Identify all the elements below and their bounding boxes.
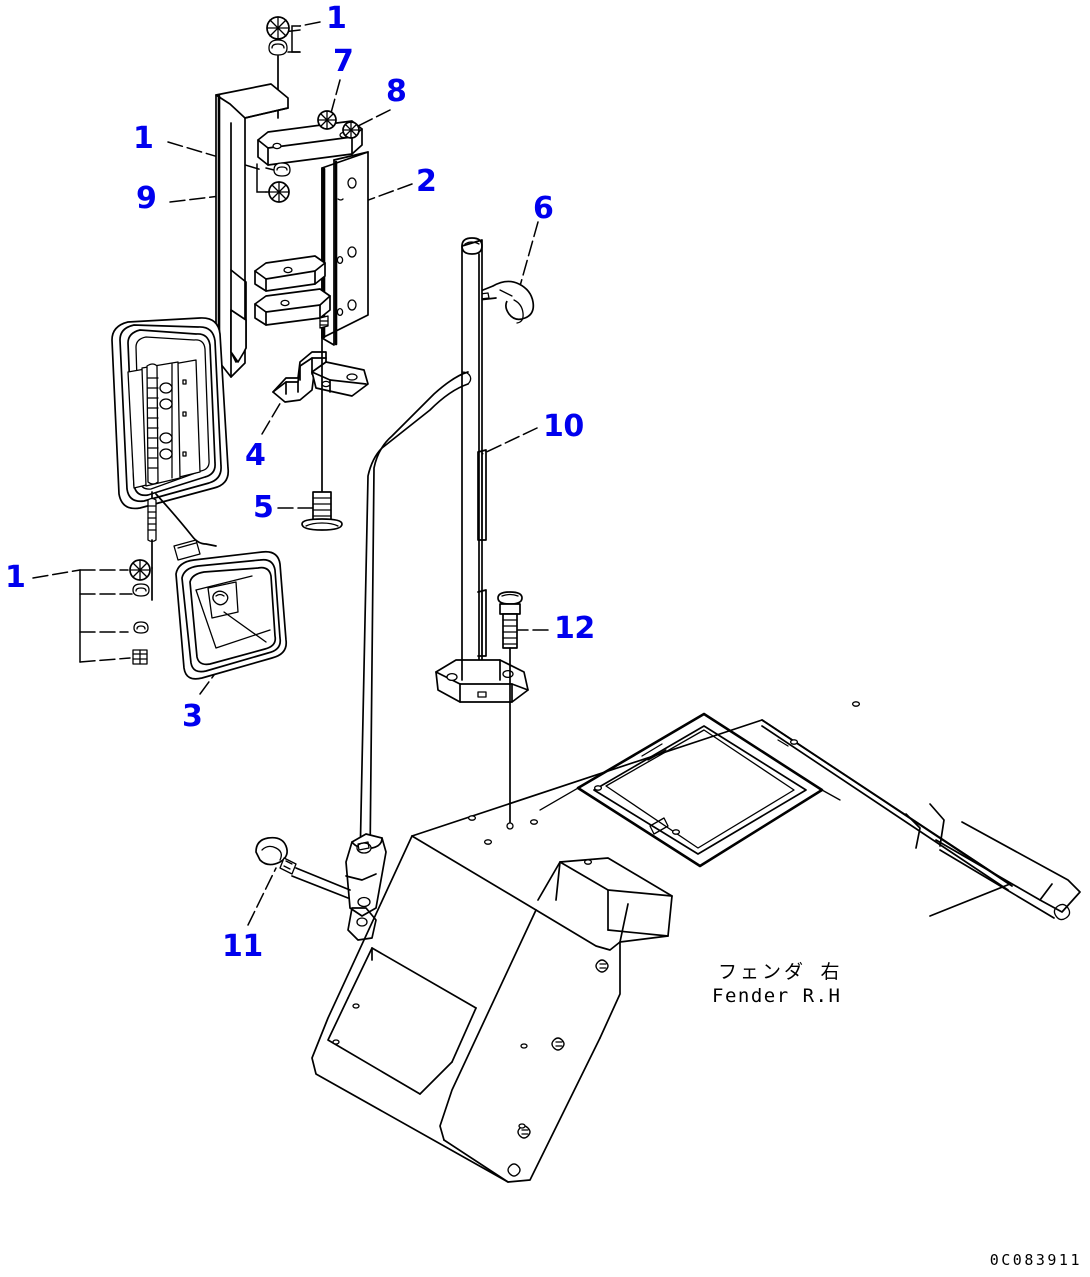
part-mirror-head xyxy=(111,317,230,569)
callout-1-top[interactable]: 1 xyxy=(326,1,347,36)
callout-7[interactable]: 7 xyxy=(333,44,354,79)
caption-english: Fender R.H xyxy=(712,985,842,1007)
callout-3[interactable]: 3 xyxy=(182,699,203,734)
part-nut-7 xyxy=(317,110,337,130)
callout-1-lower-left[interactable]: 1 xyxy=(5,560,26,595)
part-washer-nut-mid xyxy=(268,162,291,203)
part-mounting-plate xyxy=(215,83,369,378)
part-flange-plate-5 xyxy=(311,329,369,495)
callout-2[interactable]: 2 xyxy=(416,164,437,199)
part-nut-8 xyxy=(342,121,360,139)
callout-4[interactable]: 4 xyxy=(245,438,266,473)
fender-body xyxy=(311,701,1081,1183)
callout-6[interactable]: 6 xyxy=(533,191,554,226)
part-post-10 xyxy=(435,237,529,703)
caption-japanese: フェンダ 右 xyxy=(718,961,843,983)
callout-11[interactable]: 11 xyxy=(222,929,263,964)
callout-10[interactable]: 10 xyxy=(543,409,584,444)
part-bolt-12 xyxy=(497,591,523,830)
part-mirror-lower xyxy=(175,550,288,680)
callout-12[interactable]: 12 xyxy=(554,611,595,646)
callout-5[interactable]: 5 xyxy=(253,490,274,525)
part-stay-rod-11 xyxy=(255,371,472,917)
part-bolt-5 xyxy=(301,491,343,531)
part-fastener-stack xyxy=(129,559,153,665)
callout-1-upper-left[interactable]: 1 xyxy=(133,121,154,156)
callout-9[interactable]: 9 xyxy=(136,181,157,216)
part-hook-6 xyxy=(477,280,535,324)
callout-8[interactable]: 8 xyxy=(386,74,407,109)
drawing-reference-number: 0C083911 xyxy=(989,1251,1082,1269)
part-bent-bracket-4 xyxy=(272,351,327,403)
